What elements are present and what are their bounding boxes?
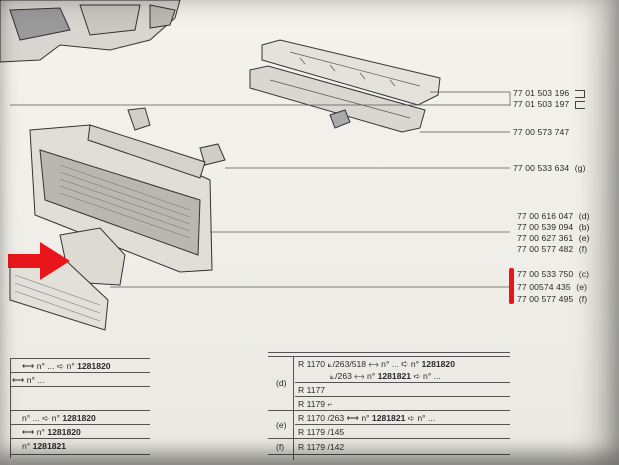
small-bracket (127, 107, 151, 131)
variant-code: (d) (276, 378, 287, 388)
table-row: R 1170 ⟀/263/518 ⟷ n° ... ➪ n° 1281820 (298, 359, 455, 369)
upper-crossmember (249, 39, 441, 133)
highlight-marker (509, 268, 514, 304)
front-panel (29, 124, 213, 273)
variant-code: (g) (574, 163, 586, 173)
part-number-row: 77 01 503 196 (513, 88, 585, 98)
variant-code: (b) (578, 222, 590, 232)
table-row: R 1179 /145 (298, 427, 345, 437)
part-number: 77 01 503 197 (513, 99, 570, 109)
part-number-row: 77 00574 435 (e) (517, 282, 587, 292)
part-number-row: 77 00 627 361 (e) (517, 233, 590, 243)
part-number-row: 77 00 539 094 (b) (517, 222, 590, 232)
hinge-bracket (199, 143, 226, 166)
variant-code: (e) (578, 233, 590, 243)
variant-code: (c) (578, 269, 590, 279)
part-number: 77 00 577 482 (517, 244, 574, 254)
part-number: 77 01 503 196 (513, 88, 570, 98)
table-row: ⟀/263 ⟷ n° 1281821 ➪ n° ... (330, 371, 441, 381)
table-row: R 1170 /263 ⟷ n° 1281821 ➪ n° ... (298, 413, 436, 423)
grille-panel-slats (14, 274, 101, 322)
fitment-table: ⟷ n° ... ➪ n° 1281820 ⟷ n° ... n° ... ➪ … (0, 350, 619, 465)
variant-code: (d) (578, 211, 590, 221)
part-number: 77 00 533 750 (517, 269, 574, 279)
part-number-row: 77 00 577 482 (f) (517, 244, 587, 254)
variant-code: (e) (276, 420, 287, 430)
part-number: 77 00 533 634 (513, 163, 570, 173)
part-number-row: 77 00 616 047 (d) (517, 211, 590, 221)
part-number: 77 00 616 047 (517, 211, 574, 221)
part-number-row: 77 00 577 495 (f) (517, 294, 587, 304)
leader-lines (10, 91, 511, 288)
flag-right-icon (574, 89, 585, 98)
table-row: n° ... ➪ n° 1281820 (22, 413, 96, 423)
part-number: 77 00 577 495 (517, 294, 574, 304)
part-number-row: 77 00 533 634 (g) (513, 163, 586, 173)
table-row: R 1179 ⌐ (298, 399, 333, 409)
part-number: 77 00 539 094 (517, 222, 574, 232)
grille-slats (59, 164, 191, 239)
part-number: 77 00 573 747 (513, 127, 570, 137)
variant-code: (f) (578, 294, 588, 304)
crossmember-holes (269, 51, 421, 119)
part-number: 77 00574 435 (517, 282, 571, 292)
table-row: n° 1281821 (22, 441, 67, 451)
part-number-row: 77 01 503 197 (513, 99, 585, 109)
table-row: ⟷ n° 1281820 (22, 427, 81, 437)
variant-code: (f) (276, 442, 285, 452)
variant-code: (f) (578, 244, 588, 254)
variant-code: (e) (576, 282, 588, 292)
body-section-top-left (0, 0, 181, 63)
table-row: R 1179 /142 (298, 442, 345, 452)
flag-left-icon (574, 100, 585, 109)
grille-panel (9, 227, 126, 331)
table-row: R 1177 (298, 385, 326, 395)
table-row: ⟷ n° ... ➪ n° 1281820 (22, 361, 111, 371)
part-number: 77 00 627 361 (517, 233, 574, 243)
red-arrow-icon (8, 242, 70, 280)
part-number-row: 77 00 573 747 (513, 127, 569, 137)
table-row: ⟷ n° ... (12, 375, 45, 385)
part-number-row: 77 00 533 750 (c) (517, 269, 589, 279)
